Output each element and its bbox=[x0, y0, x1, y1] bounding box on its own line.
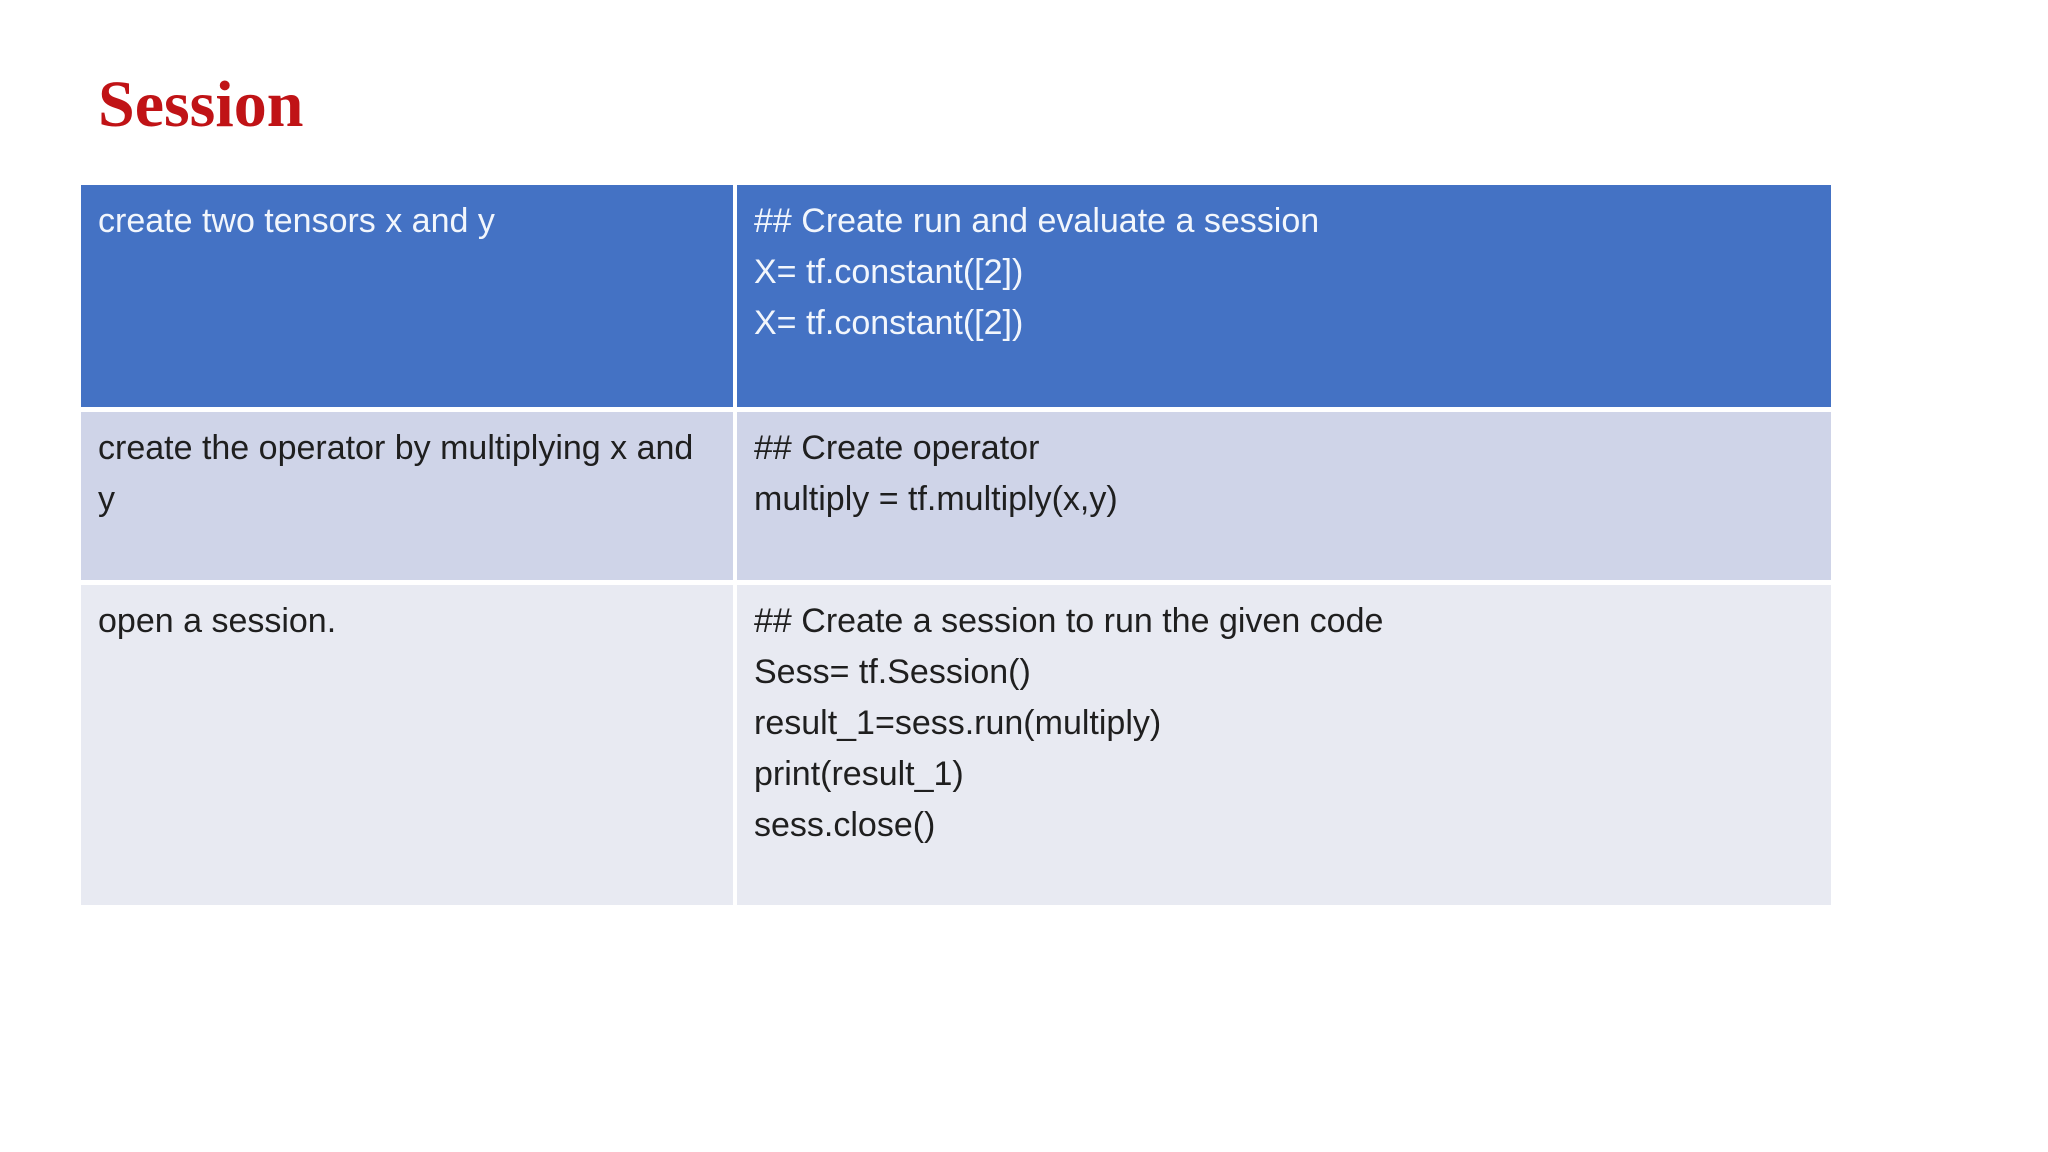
table-row: create the operator by multiplying x and… bbox=[81, 412, 1831, 580]
code-cell: ## Create a session to run the given cod… bbox=[737, 585, 1831, 905]
description-cell: create two tensors x and y bbox=[81, 185, 733, 407]
table-row: open a session. ## Create a session to r… bbox=[81, 585, 1831, 905]
session-table: create two tensors x and y ## Create run… bbox=[81, 185, 1831, 905]
code-line: multiply = tf.multiply(x,y) bbox=[754, 480, 1118, 518]
code-line: result_1=sess.run(multiply) bbox=[754, 704, 1162, 742]
code-line: ## Create run and evaluate a session bbox=[754, 202, 1320, 240]
code-line: print(result_1) bbox=[754, 755, 964, 793]
page-title: Session bbox=[98, 68, 304, 141]
table-row: create two tensors x and y ## Create run… bbox=[81, 185, 1831, 407]
code-line: sess.close() bbox=[754, 806, 936, 844]
code-line: ## Create operator bbox=[754, 429, 1040, 467]
code-line: X= tf.constant([2]) bbox=[754, 253, 1024, 291]
description-cell: open a session. bbox=[81, 585, 733, 905]
code-line: Sess= tf.Session() bbox=[754, 653, 1031, 691]
description-cell: create the operator by multiplying x and… bbox=[81, 412, 733, 580]
code-cell: ## Create operator multiply = tf.multipl… bbox=[737, 412, 1831, 580]
code-cell: ## Create run and evaluate a session X= … bbox=[737, 185, 1831, 407]
code-line: ## Create a session to run the given cod… bbox=[754, 602, 1384, 640]
code-line: X= tf.constant([2]) bbox=[754, 304, 1024, 342]
